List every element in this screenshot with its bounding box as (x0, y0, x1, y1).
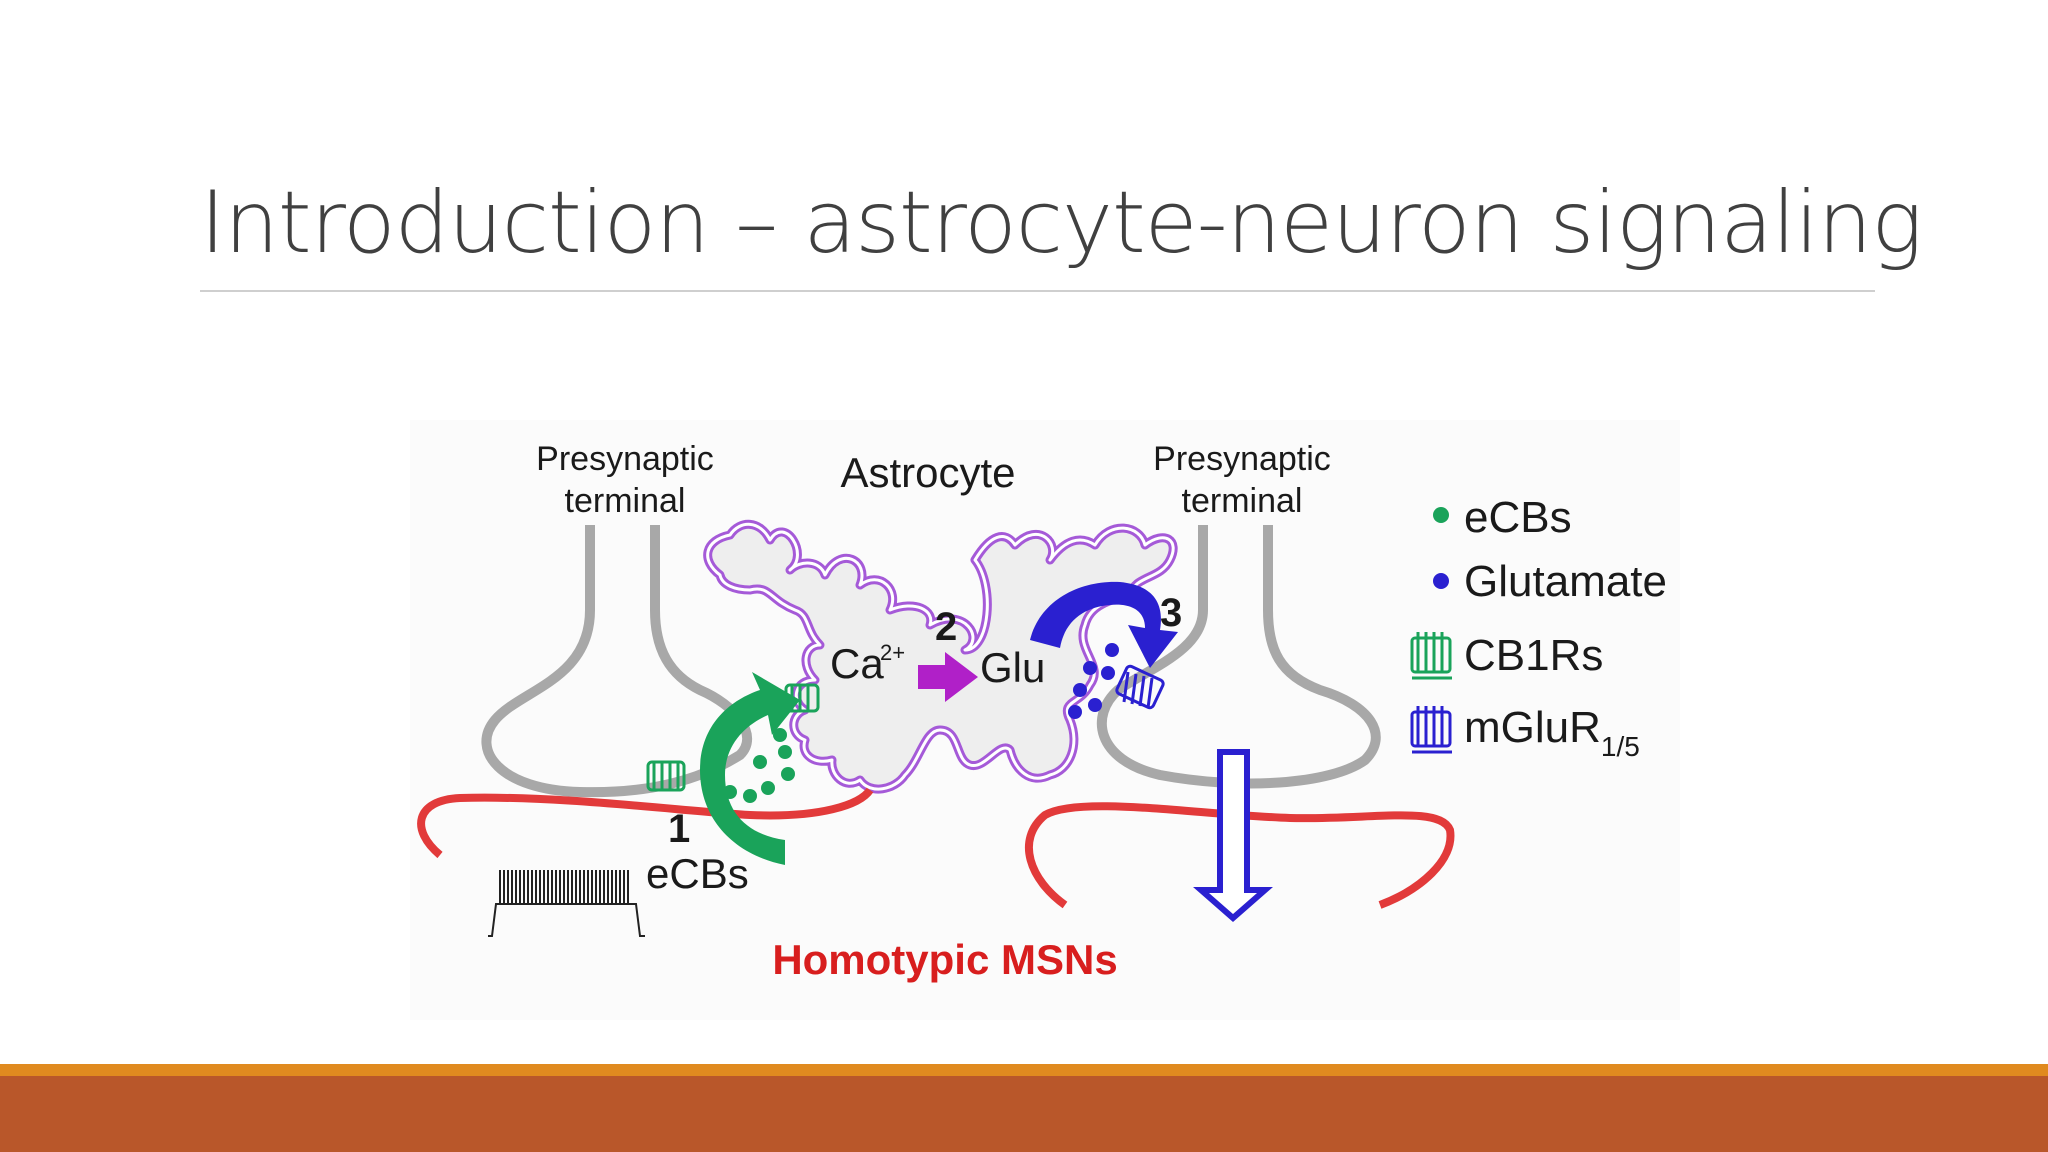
glu-label: Glu (980, 644, 1045, 691)
ca-ion-charge: 2+ (880, 640, 905, 665)
blue-dot-icon (1433, 573, 1449, 589)
presynaptic-left-label-line2: terminal (565, 482, 686, 520)
homotypic-msns-label: Homotypic MSNs (772, 936, 1117, 983)
step-1-label: 1 (668, 807, 690, 851)
step-2-label: 2 (935, 605, 957, 649)
footer-band (0, 1076, 2048, 1152)
presynaptic-left-label-line1: Presynaptic (536, 440, 714, 478)
astrocyte-label: Astrocyte (840, 449, 1015, 496)
legend-label-glutamate: Glutamate (1464, 557, 1667, 606)
presynaptic-right-label-line2: terminal (1182, 482, 1303, 520)
green-dot-icon (1433, 507, 1449, 523)
legend-label-cb1rs: CB1Rs (1464, 631, 1603, 680)
ca-ion-label: Ca (830, 640, 884, 687)
ecbs-label: eCBs (646, 850, 749, 897)
astrocyte-neuron-diagram: 2 Ca 2+ Glu 3 1 eCBs Presynaptic termina… (0, 0, 2048, 1064)
presynaptic-right-label-line1: Presynaptic (1153, 440, 1331, 478)
step-3-label: 3 (1160, 591, 1182, 635)
legend-label-ecbs: eCBs (1464, 493, 1572, 542)
footer-accent-stripe (0, 1064, 2048, 1076)
